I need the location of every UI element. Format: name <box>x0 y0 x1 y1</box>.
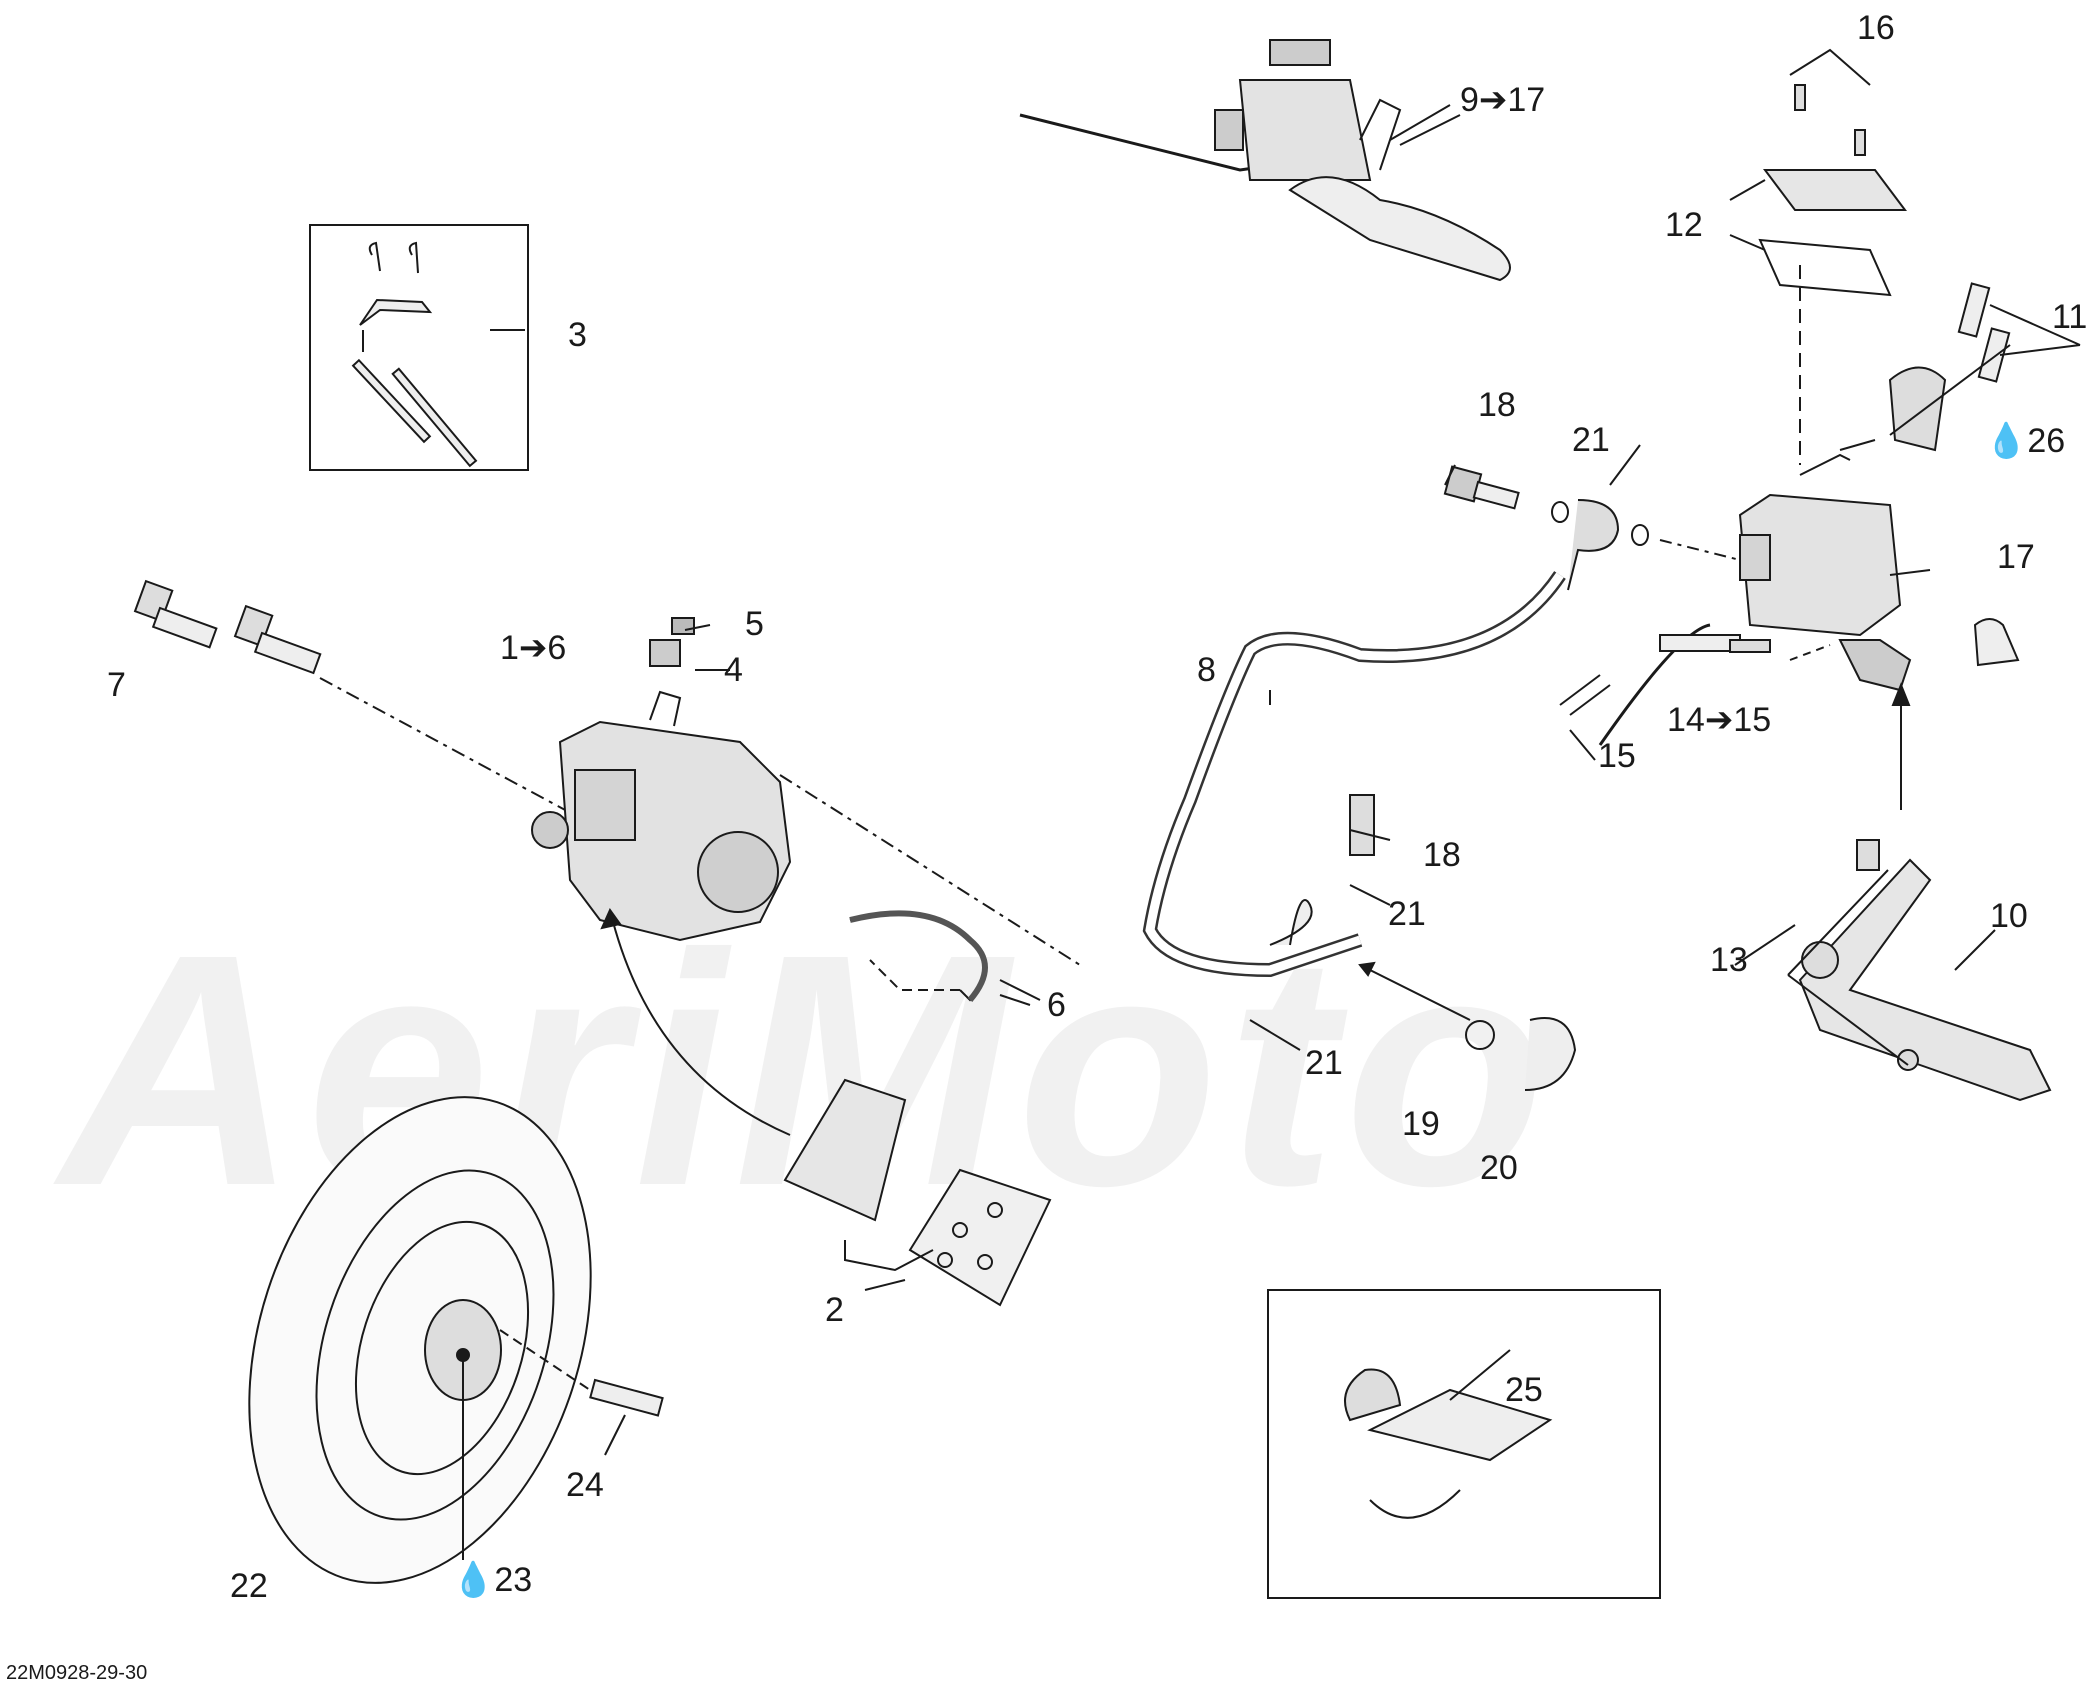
oil-drop-icon: 💧 <box>452 1561 495 1599</box>
callout-22: 22 <box>230 1567 268 1605</box>
callout-16: 16 <box>1857 9 1895 47</box>
callout-26-number: 26 <box>2027 422 2066 460</box>
document-id: 22M0928-29-30 <box>6 1662 148 1684</box>
callout-23: 💧23 <box>452 1560 532 1600</box>
brake-light-switch <box>1559 623 1831 746</box>
brake-lever <box>1787 839 2052 1102</box>
callout-8: 8 <box>1197 651 1216 689</box>
caliper-bolts <box>133 579 581 819</box>
callout-2: 2 <box>825 1291 844 1329</box>
assembly-arrow <box>609 909 791 1136</box>
brake-disc <box>248 1096 664 1584</box>
callout-23-number: 23 <box>494 1561 533 1599</box>
callout-21-low: 21 <box>1305 1044 1343 1082</box>
brake-hose <box>1142 571 1566 978</box>
handlebar-clamp <box>1888 282 2081 452</box>
callout-13: 13 <box>1710 941 1748 979</box>
master-cylinder-assembly <box>1019 39 1511 282</box>
callout-7: 7 <box>107 666 126 704</box>
banjo-fitting <box>1443 465 1761 591</box>
callout-10: 10 <box>1990 897 2028 935</box>
callout-26: 💧26 <box>1985 421 2065 461</box>
callout-14: 14➔15 <box>1667 701 1772 739</box>
callout-19: 19 <box>1402 1105 1440 1143</box>
callout-18-top: 18 <box>1478 386 1516 424</box>
callout-17: 17 <box>1997 538 2035 576</box>
pin-kit-box <box>309 224 529 471</box>
reservoir-cap <box>1729 48 1907 297</box>
callout-21-top: 21 <box>1572 421 1610 459</box>
brake-caliper <box>531 617 1081 966</box>
callout-3: 3 <box>568 316 587 354</box>
callout-18-mid: 18 <box>1423 836 1461 874</box>
callout-12: 12 <box>1665 206 1703 244</box>
master-cylinder <box>1738 265 2020 692</box>
callout-25: 25 <box>1505 1371 1543 1409</box>
clamp-detail-box <box>1267 1289 1661 1599</box>
callout-15: 15 <box>1598 737 1636 775</box>
callout-9: 9➔17 <box>1460 81 1546 119</box>
callout-6: 6 <box>1047 986 1066 1024</box>
callout-5: 5 <box>745 605 764 643</box>
callout-21-mid: 21 <box>1388 895 1426 933</box>
clip-and-sleeve <box>1358 961 1577 1091</box>
callout-24: 24 <box>566 1466 604 1504</box>
oil-drop-icon: 💧 <box>1985 422 2028 460</box>
callout-4: 4 <box>724 651 743 689</box>
watermark: AeriMoto <box>60 885 1554 1254</box>
brake-pads <box>783 1078 1052 1307</box>
callout-11: 11 <box>2052 298 2088 336</box>
callout-1: 1➔6 <box>500 629 567 667</box>
caliper-brake-line <box>849 910 1031 1006</box>
callout-20: 20 <box>1480 1149 1518 1187</box>
